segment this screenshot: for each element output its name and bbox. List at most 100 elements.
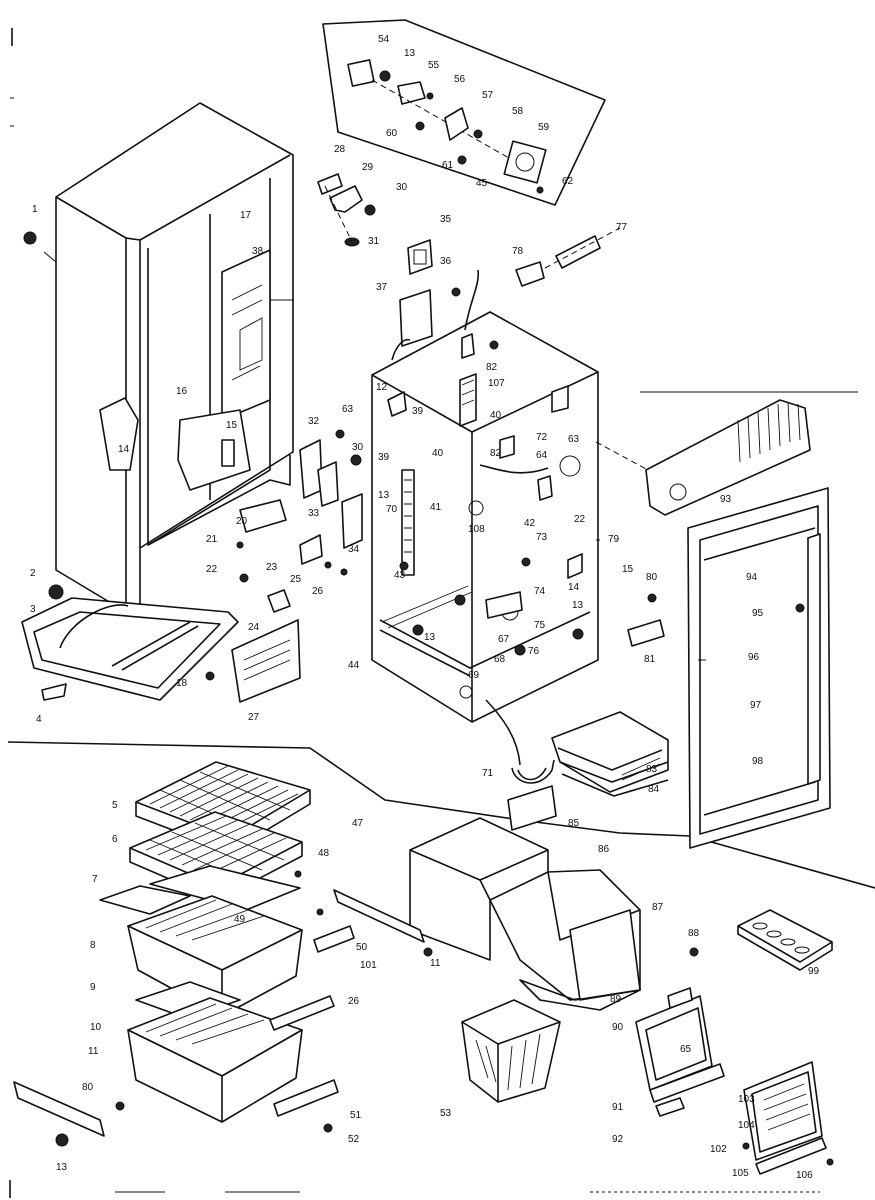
callout: 89 (610, 994, 622, 1005)
callout: 93 (720, 494, 732, 505)
callout: 62 (562, 176, 574, 187)
callout: 72 (536, 432, 548, 443)
callout: 52 (348, 1134, 360, 1145)
callout: 1 (32, 204, 38, 215)
callout: 80 (646, 572, 658, 583)
callout: 34 (348, 544, 360, 555)
callout: 101 (360, 960, 377, 971)
callout: 31 (368, 236, 380, 247)
callout: 96 (748, 652, 760, 663)
callout: 99 (808, 966, 820, 977)
callout: 43 (394, 570, 406, 581)
callout: 82 (486, 362, 498, 373)
callout: 87 (652, 902, 664, 913)
callout: 77 (616, 222, 628, 233)
callout: 14 (568, 582, 580, 593)
hinge-parts (23, 173, 376, 247)
crisper-drawers (13, 865, 339, 1147)
callout: 18 (176, 678, 188, 689)
callout: 81 (644, 654, 656, 665)
callout: 33 (308, 508, 320, 519)
callout: 51 (350, 1110, 362, 1121)
callout: 70 (386, 504, 398, 515)
light-assembly (515, 227, 621, 287)
callout: 25 (290, 574, 302, 585)
callout: 92 (612, 1134, 624, 1145)
callout: 80 (82, 1082, 94, 1093)
callout: 12 (376, 382, 388, 393)
callout: 64 (536, 450, 548, 461)
callout: 22 (206, 564, 218, 575)
callout: 60 (386, 128, 398, 139)
callout: 13 (572, 600, 584, 611)
callout: 78 (512, 246, 524, 257)
callout: 16 (176, 386, 188, 397)
callout: 83 (646, 764, 658, 775)
callout: 47 (352, 818, 364, 829)
callout: 32 (308, 416, 320, 427)
callout: 17 (240, 210, 252, 221)
misc-right-parts (551, 593, 669, 797)
callout: 20 (236, 516, 248, 527)
callout: 53 (440, 1108, 452, 1119)
callout: 79 (608, 534, 620, 545)
callout: 69 (468, 670, 480, 681)
callout: 49 (234, 914, 246, 925)
callout: 98 (752, 756, 764, 767)
callout: 22 (574, 514, 586, 525)
callout: 88 (688, 928, 700, 939)
callout: 28 (334, 144, 346, 155)
callout: 13 (404, 48, 416, 59)
callout: 36 (440, 256, 452, 267)
callout: 11 (88, 1046, 99, 1057)
callout: 11 (430, 958, 441, 969)
callout: 107 (488, 378, 505, 389)
duct-cover (595, 399, 811, 516)
base-pan (21, 584, 239, 701)
callout: 13 (424, 632, 436, 643)
callout: 13 (56, 1162, 68, 1173)
callout: 54 (378, 34, 390, 45)
callout: 82 (490, 448, 502, 459)
callout: 105 (732, 1168, 749, 1179)
leader-lines (43, 251, 706, 661)
callout: 68 (494, 654, 506, 665)
callout: 63 (568, 434, 580, 445)
callout: 40 (432, 448, 444, 459)
callout: 42 (524, 518, 536, 529)
door-gasket-frame (687, 487, 831, 849)
callout: 58 (512, 106, 524, 117)
callout: 55 (428, 60, 440, 71)
callout: 44 (348, 660, 360, 671)
egg-tray (737, 909, 833, 971)
callout: 26 (312, 586, 324, 597)
callout: 75 (534, 620, 546, 631)
utility-bin (461, 999, 561, 1103)
fresh-food-liner (371, 239, 599, 784)
callout: 103 (738, 1094, 755, 1105)
callout: 6 (112, 834, 118, 845)
callout: 35 (440, 214, 452, 225)
cabinet-shell (55, 102, 294, 613)
callout: 86 (598, 844, 610, 855)
callout: 84 (648, 784, 660, 795)
callout: 24 (248, 622, 260, 633)
callout: 45 (476, 178, 488, 189)
callout: 65 (680, 1044, 692, 1055)
callout: 29 (362, 162, 374, 173)
callout: 63 (342, 404, 354, 415)
door-bucket (635, 947, 725, 1117)
callout: 48 (318, 848, 330, 859)
callout: 94 (746, 572, 758, 583)
callout: 104 (738, 1120, 755, 1131)
callout: 23 (266, 562, 278, 573)
callout: 90 (612, 1022, 624, 1033)
callout: 71 (482, 768, 494, 779)
callout: 8 (90, 940, 96, 951)
callout: 9 (90, 982, 96, 993)
callout: 76 (528, 646, 540, 657)
callout: 73 (536, 532, 548, 543)
callout: 74 (534, 586, 546, 597)
control-panel (205, 573, 301, 703)
callout: 61 (442, 160, 454, 171)
